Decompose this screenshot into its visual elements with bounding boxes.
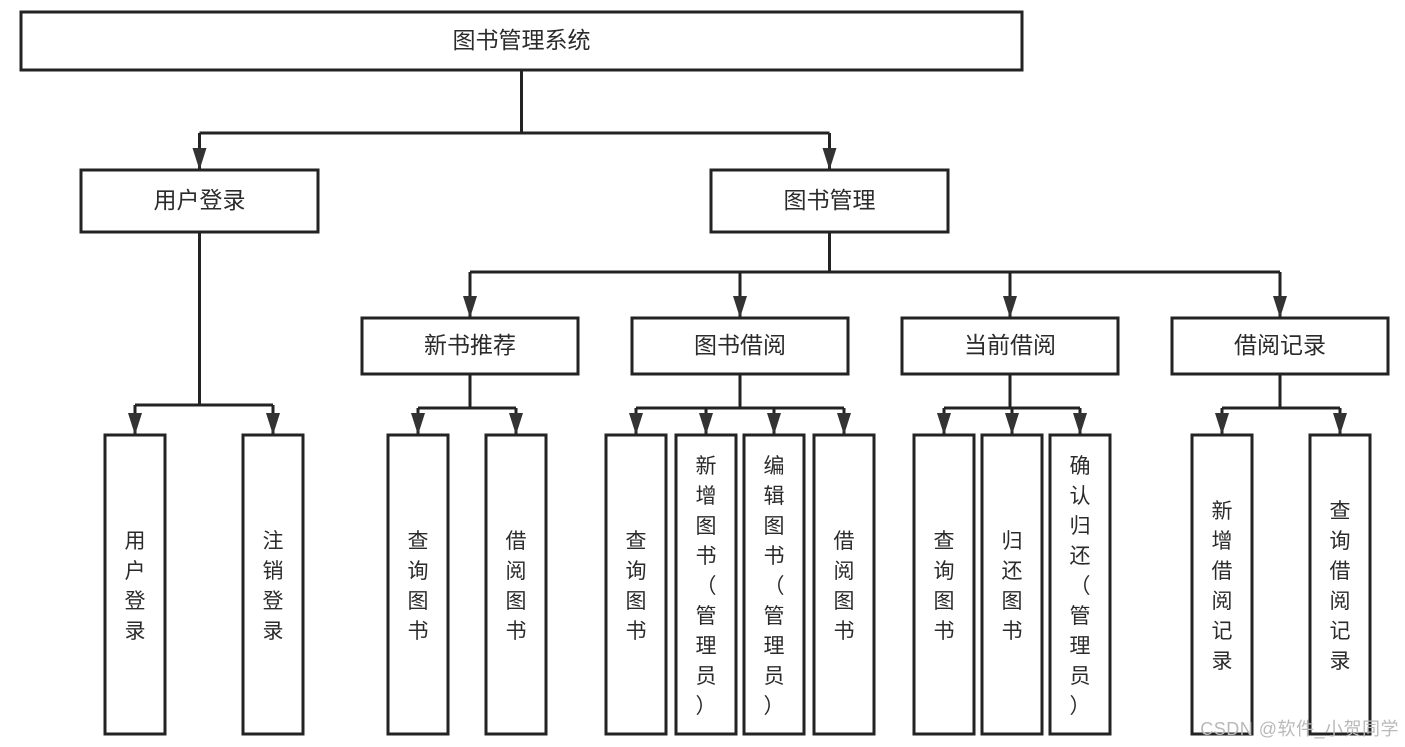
node-current-borrow[interactable]: 当前借阅 <box>900 316 1120 376</box>
node-book-manage[interactable]: 图书管理 <box>709 168 950 234</box>
arrow-head-icon <box>128 413 142 435</box>
node-leaf-query-record[interactable]: 查询借阅记录 <box>1308 433 1372 736</box>
node-borrow-record[interactable]: 借阅记录 <box>1170 316 1390 376</box>
node-box <box>912 433 976 736</box>
node-box <box>980 433 1044 736</box>
node-root[interactable]: 图书管理系统 <box>19 10 1024 72</box>
node-label: 新书推荐 <box>424 332 516 358</box>
node-leaf-query-book-3[interactable]: 查询图书 <box>912 433 976 736</box>
node-box <box>1170 316 1390 376</box>
node-box <box>1308 433 1372 736</box>
arrow-head-icon <box>1333 413 1347 435</box>
node-new-book-recommend[interactable]: 新书推荐 <box>360 316 580 376</box>
node-label: 查询图书 <box>408 530 429 643</box>
node-leaf-add-book[interactable]: 新增图书（管理员） <box>674 433 738 736</box>
node-label: 新增图书（管理员） <box>696 455 717 718</box>
node-box <box>742 433 806 736</box>
node-box <box>900 316 1120 376</box>
arrow-head-icon <box>1215 413 1229 435</box>
node-leaf-add-record[interactable]: 新增借阅记录 <box>1190 433 1254 736</box>
node-book-borrow[interactable]: 图书借阅 <box>630 316 850 376</box>
node-label: 图书借阅 <box>694 332 786 358</box>
node-box <box>674 433 738 736</box>
arrow-head-icon <box>1005 413 1019 435</box>
node-label: 查询借阅记录 <box>1330 500 1351 673</box>
arrow-head-icon <box>629 413 643 435</box>
node-label: 查询图书 <box>934 530 955 643</box>
node-leaf-user-login[interactable]: 用户登录 <box>103 433 167 736</box>
node-leaf-confirm-return[interactable]: 确认归还（管理员） <box>1048 433 1112 736</box>
node-box <box>19 10 1024 72</box>
node-label: 借阅图书 <box>506 530 527 643</box>
node-label: 借阅记录 <box>1234 332 1326 358</box>
node-label: 确认归还（管理员） <box>1070 455 1091 718</box>
node-box <box>484 433 548 736</box>
node-box <box>241 433 305 736</box>
arrow-head-icon <box>411 413 425 435</box>
arrow-head-icon <box>266 413 280 435</box>
node-label: 注销登录 <box>263 530 284 643</box>
node-box <box>630 316 850 376</box>
node-box <box>709 168 950 234</box>
node-leaf-return-book[interactable]: 归还图书 <box>980 433 1044 736</box>
node-label: 图书管理系统 <box>453 27 591 53</box>
node-box <box>386 433 450 736</box>
node-label: 用户登录 <box>125 530 146 643</box>
arrow-head-icon <box>463 296 477 318</box>
node-label: 新增借阅记录 <box>1212 500 1233 673</box>
node-label: 查询图书 <box>626 530 647 643</box>
node-label: 归还图书 <box>1002 530 1023 643</box>
node-leaf-edit-book[interactable]: 编辑图书（管理员） <box>742 433 806 736</box>
arrow-head-icon <box>837 413 851 435</box>
arrow-head-icon <box>733 296 747 318</box>
node-leaf-borrow-book-2[interactable]: 借阅图书 <box>812 433 876 736</box>
node-box <box>103 433 167 736</box>
arrow-head-icon <box>767 413 781 435</box>
arrow-head-icon <box>1073 413 1087 435</box>
arrow-head-icon <box>822 148 837 170</box>
node-box <box>1048 433 1112 736</box>
node-box <box>79 168 320 234</box>
node-label: 当前借阅 <box>964 332 1056 358</box>
node-label: 用户登录 <box>154 187 246 213</box>
node-leaf-user-logout[interactable]: 注销登录 <box>241 433 305 736</box>
node-box <box>360 316 580 376</box>
arrow-head-icon <box>509 413 523 435</box>
node-label: 借阅图书 <box>834 530 855 643</box>
node-box <box>1190 433 1254 736</box>
arrow-head-icon <box>1003 296 1017 318</box>
connector-lines <box>128 70 1347 435</box>
node-label: 图书管理 <box>784 187 876 213</box>
arrow-head-icon <box>192 148 207 170</box>
node-label: 编辑图书（管理员） <box>764 455 785 718</box>
diagram-nodes: 图书管理系统用户登录图书管理新书推荐图书借阅当前借阅借阅记录用户登录注销登录查询… <box>19 10 1390 736</box>
node-leaf-query-book-2[interactable]: 查询图书 <box>604 433 668 736</box>
arrow-head-icon <box>699 413 713 435</box>
node-leaf-borrow-book-1[interactable]: 借阅图书 <box>484 433 548 736</box>
arrow-head-icon <box>1273 296 1287 318</box>
arrow-head-icon <box>937 413 951 435</box>
node-box <box>812 433 876 736</box>
node-box <box>604 433 668 736</box>
node-leaf-query-book-1[interactable]: 查询图书 <box>386 433 450 736</box>
node-user-login[interactable]: 用户登录 <box>79 168 320 234</box>
